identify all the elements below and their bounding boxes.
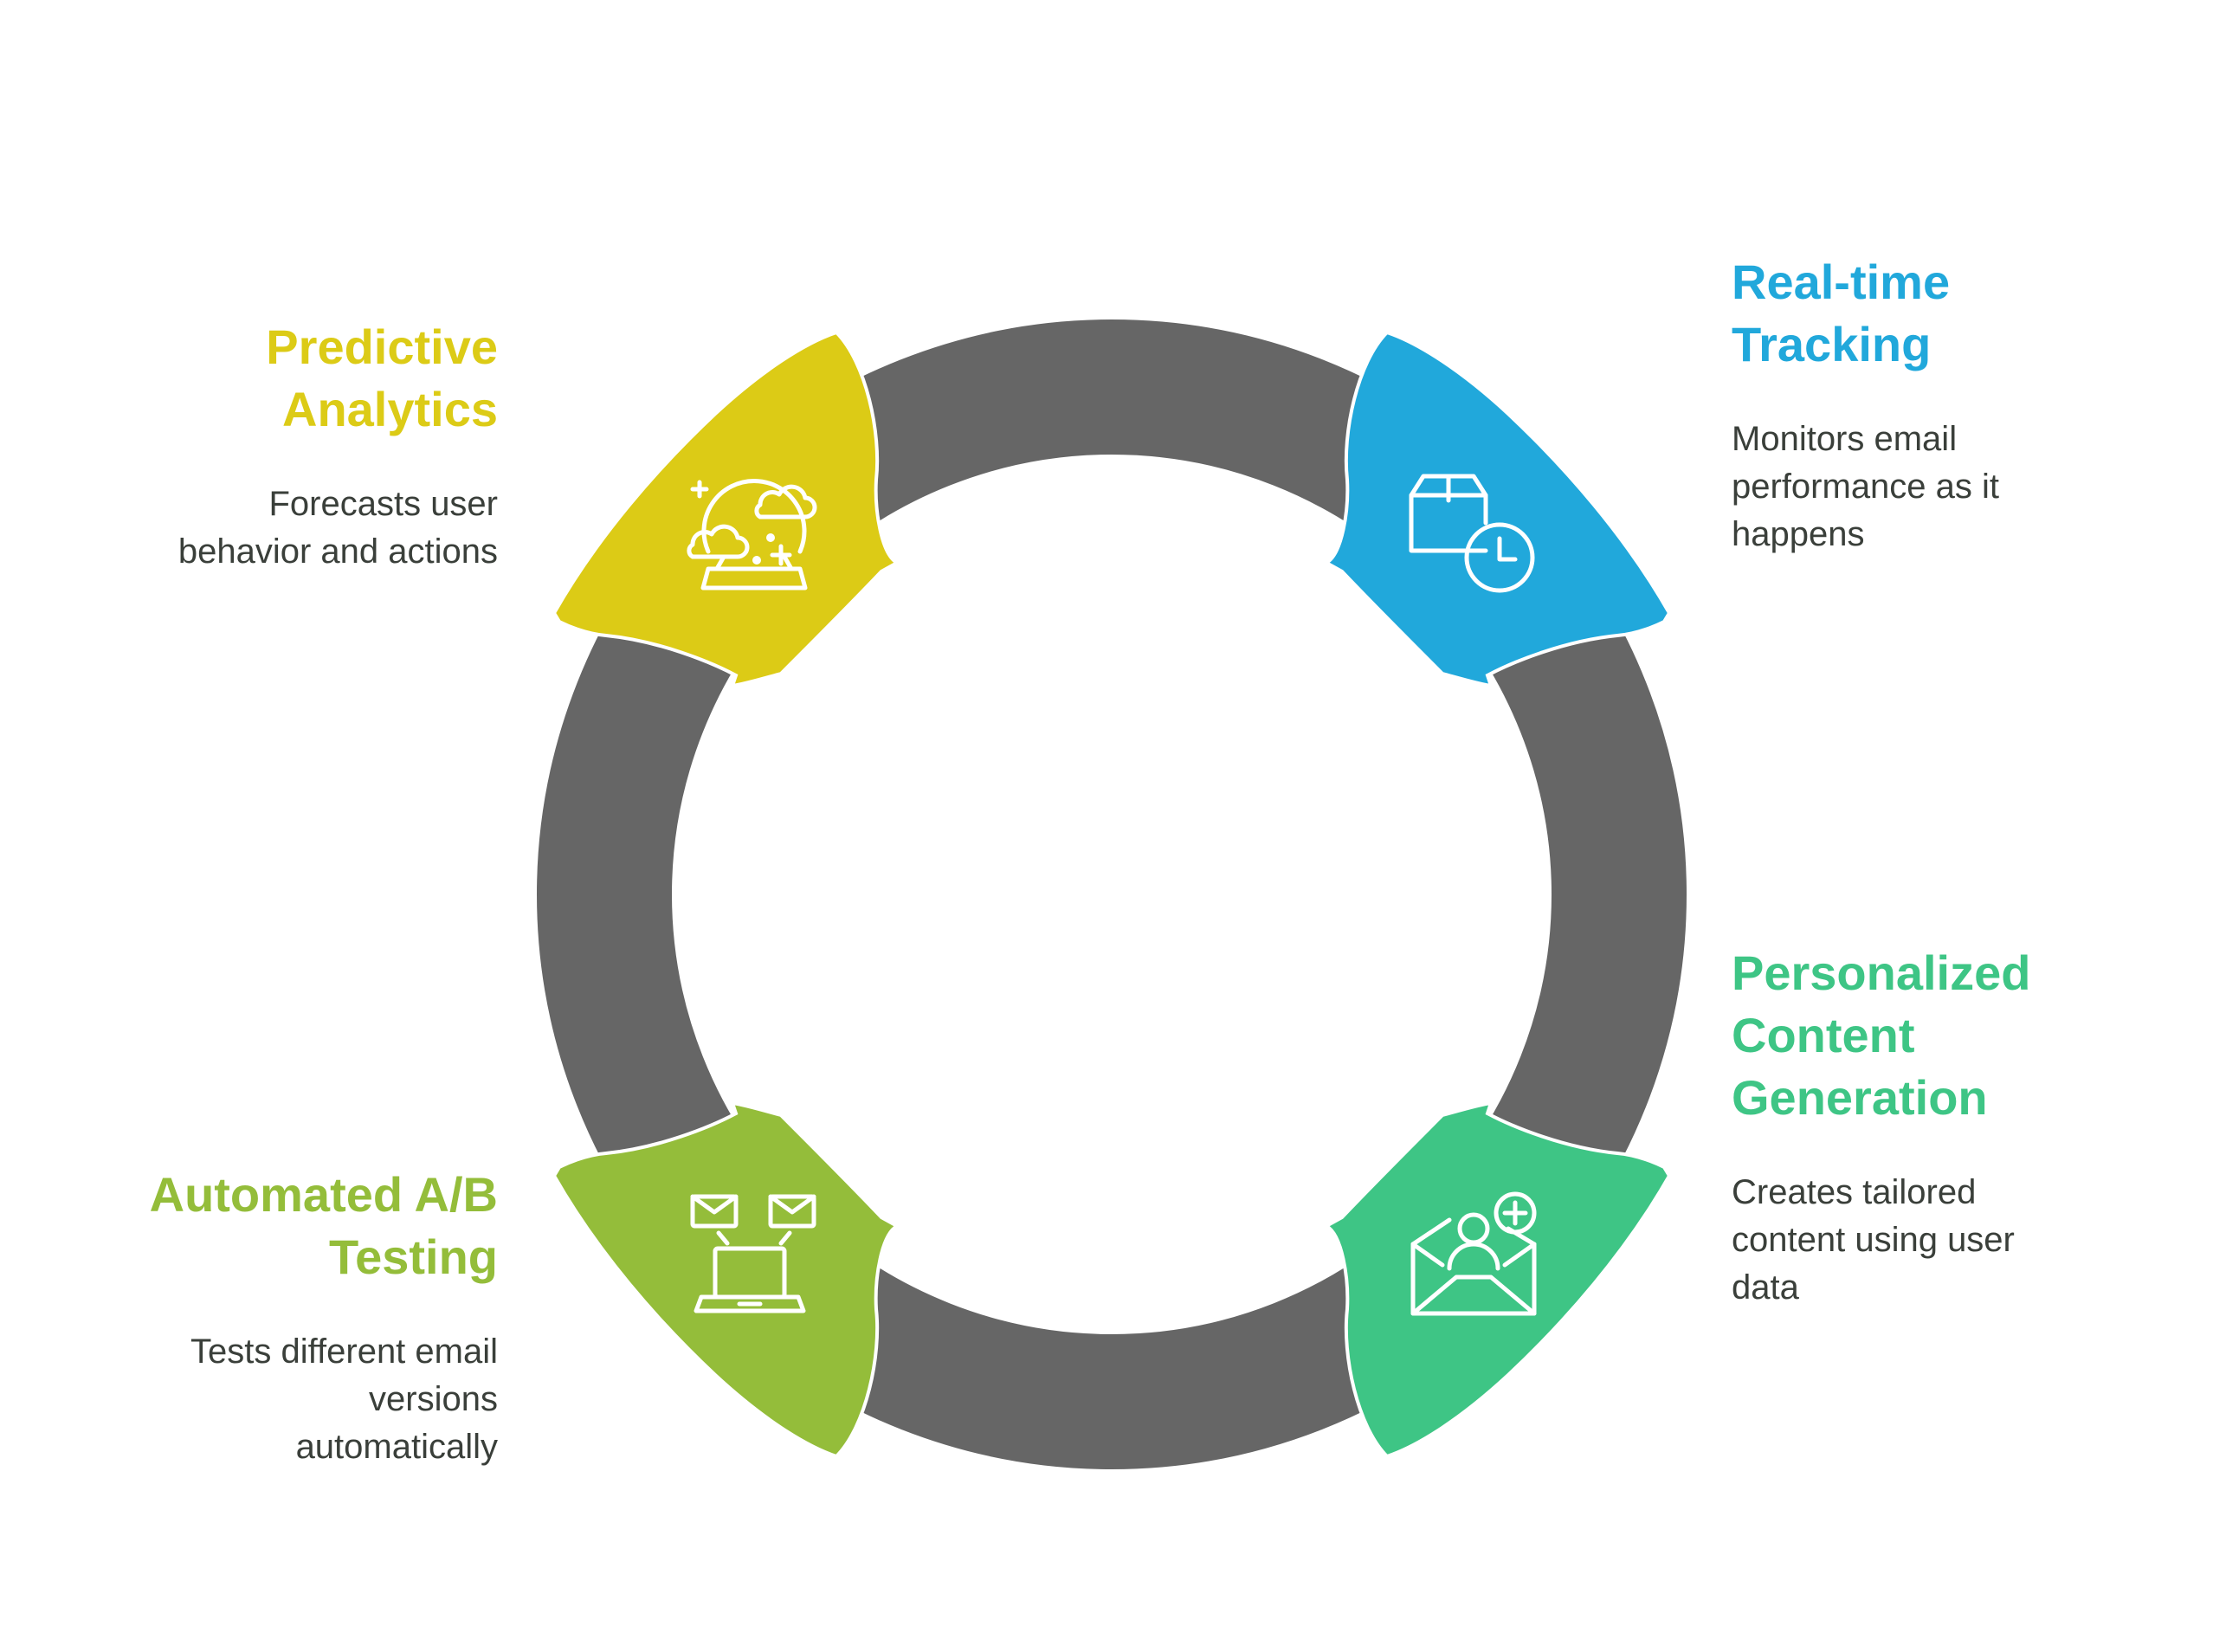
realtime-desc-line2: performance as it bbox=[1732, 468, 2000, 506]
personalized-title: Personalized Content Generation bbox=[1732, 942, 2130, 1129]
realtime-title: Real-time Tracking bbox=[1732, 251, 2130, 376]
abtesting-desc-line1: Tests different email bbox=[190, 1333, 498, 1371]
abtesting-title-line2: Testing bbox=[329, 1229, 498, 1284]
abtesting-title-line1: Automated A/B bbox=[149, 1167, 498, 1222]
realtime-title-line2: Tracking bbox=[1732, 317, 1932, 371]
personalized-title-line3: Generation bbox=[1732, 1070, 1988, 1125]
personalized-quadrant-shape bbox=[1322, 1100, 1672, 1459]
realtime-description: Monitors email performance as it happens bbox=[1732, 416, 2130, 558]
predictive-desc-line1: Forecasts user bbox=[268, 485, 498, 523]
personalized-description: Creates tailored content using user data bbox=[1732, 1169, 2130, 1312]
predictive-quadrant-shape bbox=[552, 330, 901, 688]
abtesting-title: Automated A/B Testing bbox=[100, 1164, 498, 1288]
abtesting-description: Tests different email versions automatic… bbox=[100, 1328, 498, 1471]
personalized-desc-line2: content using user bbox=[1732, 1221, 2015, 1259]
realtime-desc-line3: happens bbox=[1732, 515, 1865, 553]
realtime-title-line1: Real-time bbox=[1732, 255, 1951, 309]
cycle-ring bbox=[537, 319, 1687, 1469]
predictive-title-line1: Predictive bbox=[266, 319, 498, 374]
personalized-desc-line3: data bbox=[1732, 1268, 1799, 1307]
realtime-tracking-block: Real-time Tracking Monitors email perfor… bbox=[1732, 251, 2130, 558]
envelope-user-add-icon bbox=[1410, 1191, 1537, 1316]
predictive-desc-line2: behavior and actions bbox=[177, 532, 498, 571]
predictive-title: Predictive Analytics bbox=[100, 316, 498, 441]
abtesting-desc-line3: automatically bbox=[295, 1428, 498, 1466]
realtime-desc-line1: Monitors email bbox=[1732, 420, 1958, 458]
realtime-quadrant-shape bbox=[1322, 330, 1672, 688]
package-clock-icon bbox=[1409, 474, 1535, 593]
predictive-analytics-block: Predictive Analytics Forecasts user beha… bbox=[100, 316, 498, 576]
ab-testing-block: Automated A/B Testing Tests different em… bbox=[100, 1164, 498, 1471]
abtesting-quadrant-shape bbox=[552, 1100, 901, 1459]
abtesting-desc-line2: versions bbox=[369, 1380, 498, 1418]
quadrant-shapes bbox=[552, 330, 1672, 1459]
personalized-title-line1: Personalized bbox=[1732, 945, 2031, 1000]
personalized-content-block: Personalized Content Generation Creates … bbox=[1732, 942, 2130, 1312]
personalized-desc-line1: Creates tailored bbox=[1732, 1173, 1977, 1211]
predictive-title-line2: Analytics bbox=[282, 382, 498, 436]
laptop-emails-icon bbox=[690, 1194, 816, 1313]
predictive-description: Forecasts user behavior and actions bbox=[100, 481, 498, 576]
crystal-ball-icon bbox=[687, 479, 817, 590]
personalized-title-line2: Content bbox=[1732, 1008, 1915, 1062]
